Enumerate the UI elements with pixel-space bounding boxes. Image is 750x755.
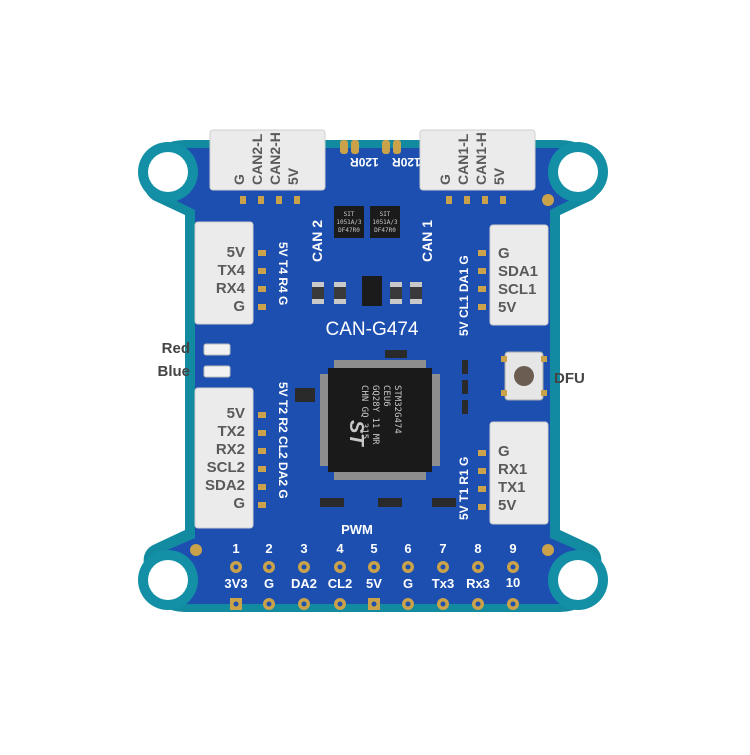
mounting-hole-bottom-right (548, 550, 608, 610)
pwm-num-1: 1 (232, 541, 239, 556)
telem4-pin-tx4: TX4 (217, 262, 245, 279)
telem2-pin-sda2: SDA2 (205, 477, 245, 494)
pwm-num-3: 3 (300, 541, 307, 556)
silk-left-bottom: 5V T2 R2 CL2 DA2 G (276, 382, 290, 499)
left-connector-pins (258, 250, 266, 508)
mounting-hole-top-right (548, 142, 608, 202)
can1-pin-l: CAN1-L (455, 133, 471, 185)
can2-pin-l: CAN2-L (249, 133, 265, 185)
telem2-pin-5v: 5V (227, 405, 245, 422)
connector-telem4: 5V TX4 RX4 G (194, 221, 254, 325)
connector-uart1: G RX1 TX1 5V (489, 421, 549, 525)
can1-pin-5v: 5V (491, 167, 507, 185)
pwm-num-2: 2 (265, 541, 272, 556)
connector-i2c1: G SDA1 SCL1 5V (489, 224, 549, 326)
termination-resistor-pads: 120R 120R (340, 140, 421, 169)
can2-pin-5v: 5V (285, 167, 301, 185)
mcu-marking-3: GQ28Y 11 MR (370, 385, 380, 445)
pwm-num-8: 8 (474, 541, 481, 556)
pwm-fn-g1: G (264, 576, 274, 591)
pwm-num-4: 4 (336, 541, 344, 556)
pwm-num-6: 6 (404, 541, 411, 556)
mcu-marking-2: CEU6 (381, 385, 391, 407)
pwm-num-10: 10 (506, 575, 520, 590)
pwm-function-labels: 3V3 G DA2 CL2 5V G Tx3 Rx3 (224, 576, 490, 591)
pwm-num-7: 7 (439, 541, 446, 556)
mounting-hole-bottom-left (138, 550, 198, 610)
mcu-marking-1: STM32G474 (392, 385, 402, 434)
uart1-pin-rx1: RX1 (498, 461, 527, 478)
i2c1-pin-sda1: SDA1 (498, 263, 538, 280)
uart1-pin-tx1: TX1 (498, 479, 526, 496)
i2c1-pin-scl1: SCL1 (498, 281, 536, 298)
svg-text:SIT: SIT (344, 211, 355, 218)
smd-components (295, 276, 422, 402)
right-connector-pins (478, 250, 486, 510)
label-blue-led: Blue (157, 363, 190, 380)
board-name: CAN-G474 (326, 319, 419, 340)
pwm-fn-5v: 5V (366, 576, 382, 591)
can2-pin-h: CAN2-H (267, 132, 283, 185)
telem2-pin-tx2: TX2 (217, 423, 245, 440)
top-connector-pins (240, 196, 506, 204)
telem2-pin-scl2: SCL2 (207, 459, 245, 476)
can-transceiver-left: SIT 1051A/3 DF47R0 (334, 206, 364, 238)
silk-120r-left: 120R (350, 155, 379, 169)
pwm-fn-cl2: CL2 (328, 576, 353, 591)
mounting-hole-top-left (138, 142, 198, 202)
telem4-pin-5v: 5V (227, 244, 245, 261)
pwm-num-5: 5 (370, 541, 377, 556)
connector-telem2: 5V TX2 RX2 SCL2 SDA2 G (194, 387, 254, 529)
can1-pin-h: CAN1-H (473, 132, 489, 185)
pwm-fn-g2: G (403, 576, 413, 591)
label-red-led: Red (161, 340, 190, 357)
telem4-pin-rx4: RX4 (216, 280, 246, 297)
i2c1-pin-5v: 5V (498, 299, 516, 316)
pwm-fn-rx3: Rx3 (466, 576, 490, 591)
pwm-pad-numbers: 1 2 3 4 5 6 7 8 9 10 (232, 541, 520, 590)
mcu-chip: STM32G474 CEU6 GQ28Y 11 MR CHN GQ 315 ST (328, 368, 432, 472)
svg-text:DF47R0: DF47R0 (374, 227, 396, 234)
dfu-button[interactable] (501, 351, 547, 401)
mcu-pins (320, 360, 440, 480)
pwm-num-9: 9 (509, 541, 516, 556)
silk-pwm: PWM (341, 522, 373, 537)
svg-text:1051A/3: 1051A/3 (336, 219, 362, 226)
led-blue (203, 365, 231, 378)
silk-can2: CAN 2 (309, 220, 325, 262)
silk-can1: CAN 1 (419, 220, 435, 262)
pwm-fn-tx3: Tx3 (432, 576, 454, 591)
telem4-pin-g: G (233, 298, 245, 315)
telem2-pin-rx2: RX2 (216, 441, 245, 458)
svg-text:1051A/3: 1051A/3 (372, 219, 398, 226)
can-transceiver-right: SIT 1051A/3 DF47R0 (370, 206, 400, 238)
svg-text:ST: ST (345, 420, 367, 447)
silk-right-top: 5V CL1 DA1 G (457, 255, 471, 336)
led-red (203, 343, 231, 356)
silk-right-bottom: 5V T1 R1 G (457, 457, 471, 520)
mcu-marking-4: CHN GQ 315 (359, 385, 369, 439)
pwm-fn-3v3: 3V3 (224, 576, 247, 591)
can1-pin-g: G (437, 174, 453, 185)
i2c1-pin-g: G (498, 245, 510, 262)
telem2-pin-g: G (233, 495, 245, 512)
silk-120r-right: 120R (392, 155, 421, 169)
connector-can2: G CAN2-L CAN2-H 5V (209, 129, 326, 191)
svg-text:SIT: SIT (380, 211, 391, 218)
uart1-pin-g: G (498, 443, 510, 460)
uart1-pin-5v: 5V (498, 497, 516, 514)
smd-components-bottom (320, 360, 468, 507)
connector-can1: G CAN1-L CAN1-H 5V (419, 129, 536, 191)
can2-pin-g: G (231, 174, 247, 185)
silk-left-top: 5V T4 R4 G (276, 242, 290, 305)
pwm-fn-da2: DA2 (291, 576, 317, 591)
svg-text:DF47R0: DF47R0 (338, 227, 360, 234)
label-dfu: DFU (554, 370, 585, 387)
